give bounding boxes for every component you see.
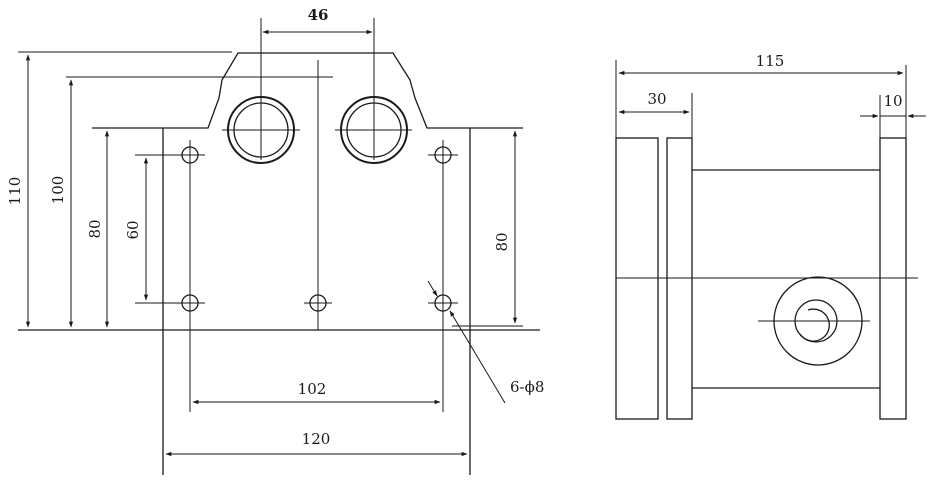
left-bore-inner [233,102,289,158]
left-bore-outer [227,96,295,164]
hole-bottom-center [304,294,332,312]
dim-label-46: 46 [308,6,329,24]
dim-label-102: 102 [298,380,327,398]
hole-bottom-right [428,294,458,312]
callout-leader [449,310,506,404]
dim-label-80-right: 80 [493,232,511,251]
right-bore-outer [340,96,408,164]
front-body-outline [92,52,523,129]
right-bore-inner [346,102,402,158]
dim-label-110: 110 [6,177,24,206]
front-view: 46 110 100 80 60 80 102 120 6-ϕ8 [6,6,544,475]
dim-label-10: 10 [883,92,902,110]
side-view: 115 30 10 [615,52,926,420]
hole-top-left [178,146,202,164]
dim-label-100: 100 [49,176,67,205]
side-port [758,276,870,366]
hole-callout-label: 6-ϕ8 [510,378,544,396]
dim-label-30: 30 [647,90,666,108]
dim-label-120: 120 [302,430,331,448]
hole-top-right [428,146,458,164]
dim-label-60: 60 [124,220,142,239]
hole-bottom-left [176,294,204,312]
mounting-holes [176,146,458,312]
dim-label-115: 115 [756,52,785,70]
callout-arrow-pre [427,280,438,297]
dim-label-80-left: 80 [86,219,104,238]
